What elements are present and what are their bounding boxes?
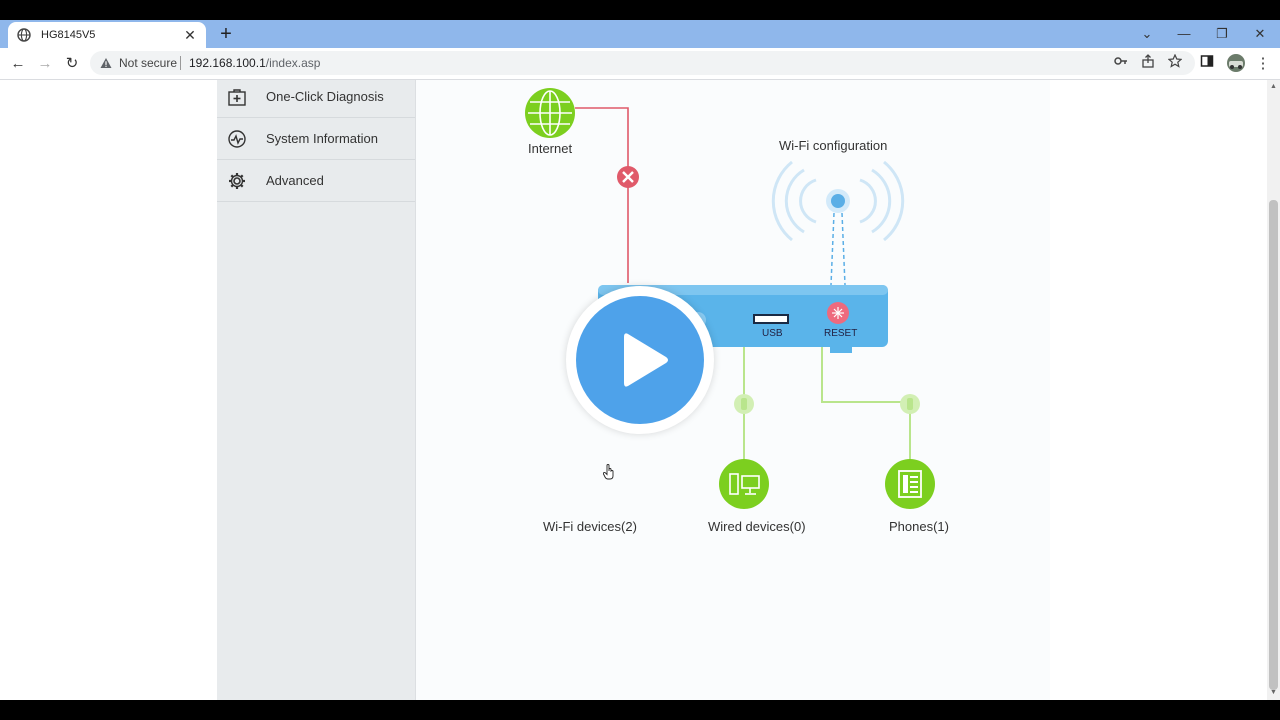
wifi-configuration-label[interactable]: Wi-Fi configuration: [779, 138, 888, 153]
close-window-icon[interactable]: ✕: [1254, 26, 1266, 41]
network-topology-panel: Internet Wi-Fi configuration USB RESET W…: [416, 80, 1050, 700]
router-web-page: One-Click Diagnosis System Information A…: [0, 80, 1267, 700]
url-path: /index.asp: [265, 56, 321, 70]
tab-title: HG8145V5: [41, 29, 96, 41]
omnibox-separator: [180, 56, 181, 70]
gear-icon: [227, 171, 247, 191]
address-bar[interactable]: Not secure 192.168.100.1/index.asp: [90, 51, 1195, 75]
play-icon: [624, 333, 668, 387]
pulse-icon: [227, 129, 247, 149]
wired-devices-label[interactable]: Wired devices(0): [708, 519, 806, 534]
scroll-down-icon[interactable]: ▼: [1270, 689, 1277, 696]
usb-label: USB: [762, 328, 783, 339]
more-menu-icon[interactable]: ⋮: [1255, 55, 1271, 72]
share-icon[interactable]: [1141, 54, 1159, 72]
back-arrow-icon[interactable]: ←: [10, 55, 26, 72]
sidebar-item-one-click-diagnosis[interactable]: One-Click Diagnosis: [217, 80, 415, 118]
wan-link: [575, 107, 629, 283]
phones-label[interactable]: Phones(1): [889, 519, 949, 534]
video-play-button[interactable]: [566, 286, 714, 434]
internet-globe-icon[interactable]: [525, 88, 575, 138]
first-aid-icon: [227, 87, 247, 107]
sidebar-item-advanced[interactable]: Advanced: [217, 160, 415, 202]
star-icon[interactable]: [1167, 53, 1186, 72]
warning-icon: [100, 56, 114, 70]
link-node-icon: [900, 394, 920, 414]
avatar[interactable]: [1226, 53, 1246, 73]
restore-icon[interactable]: ❐: [1216, 26, 1228, 41]
url-text[interactable]: 192.168.100.1/index.asp: [189, 56, 320, 70]
link-node-icon: [734, 394, 754, 414]
reset-label: RESET: [824, 328, 858, 339]
topology-diagram: [525, 88, 935, 509]
antenna-line: [841, 212, 846, 286]
antenna-line: [830, 212, 835, 286]
globe-icon: [16, 27, 32, 43]
forward-arrow-icon[interactable]: →: [37, 55, 53, 72]
reset-button-icon[interactable]: [827, 302, 849, 324]
sidebar-item-label: System Information: [266, 131, 378, 146]
tab-hg8145v5[interactable]: HG8145V5 ✕: [8, 22, 206, 48]
wifi-signal-icon[interactable]: [771, 160, 905, 242]
browser-toolbar: ← → ↻ Not secure 192.168.100.1/index.asp: [0, 48, 1280, 80]
close-tab-icon[interactable]: ✕: [184, 26, 196, 43]
scroll-thumb[interactable]: [1269, 200, 1278, 690]
chevron-down-icon[interactable]: ⌄: [1141, 26, 1153, 41]
disconnected-icon[interactable]: [617, 166, 639, 188]
url-host: 192.168.100.1: [189, 56, 266, 70]
minimize-icon[interactable]: —: [1177, 26, 1191, 41]
lan-links: [743, 347, 911, 462]
phone-icon[interactable]: [885, 459, 935, 509]
play-button-face: [576, 296, 704, 424]
new-tab-button[interactable]: +: [220, 23, 232, 45]
sidebar-item-system-information[interactable]: System Information: [217, 118, 415, 160]
side-panel-icon[interactable]: [1200, 54, 1218, 72]
internet-label[interactable]: Internet: [528, 141, 573, 156]
page-scrollbar[interactable]: ▲ ▼: [1267, 80, 1280, 700]
scroll-up-icon[interactable]: ▲: [1270, 83, 1277, 90]
wifi-devices-label[interactable]: Wi-Fi devices(2): [543, 519, 637, 534]
reload-icon[interactable]: ↻: [65, 55, 79, 72]
key-icon[interactable]: [1114, 54, 1132, 72]
tab-strip: HG8145V5 ✕ + ⌄ — ❐ ✕: [0, 20, 1280, 48]
video-letterbox-bottom: [0, 700, 1280, 720]
sidebar-item-label: Advanced: [266, 173, 324, 188]
hand-cursor-icon: [602, 464, 615, 480]
usb-port-icon: [753, 314, 789, 324]
sidebar-item-label: One-Click Diagnosis: [266, 89, 384, 104]
browser-window: HG8145V5 ✕ + ⌄ — ❐ ✕ ← → ↻ Not secure 19…: [0, 20, 1280, 700]
security-label[interactable]: Not secure: [119, 56, 178, 70]
sidebar-menu: One-Click Diagnosis System Information A…: [217, 80, 416, 700]
wired-devices-icon[interactable]: [719, 459, 769, 509]
